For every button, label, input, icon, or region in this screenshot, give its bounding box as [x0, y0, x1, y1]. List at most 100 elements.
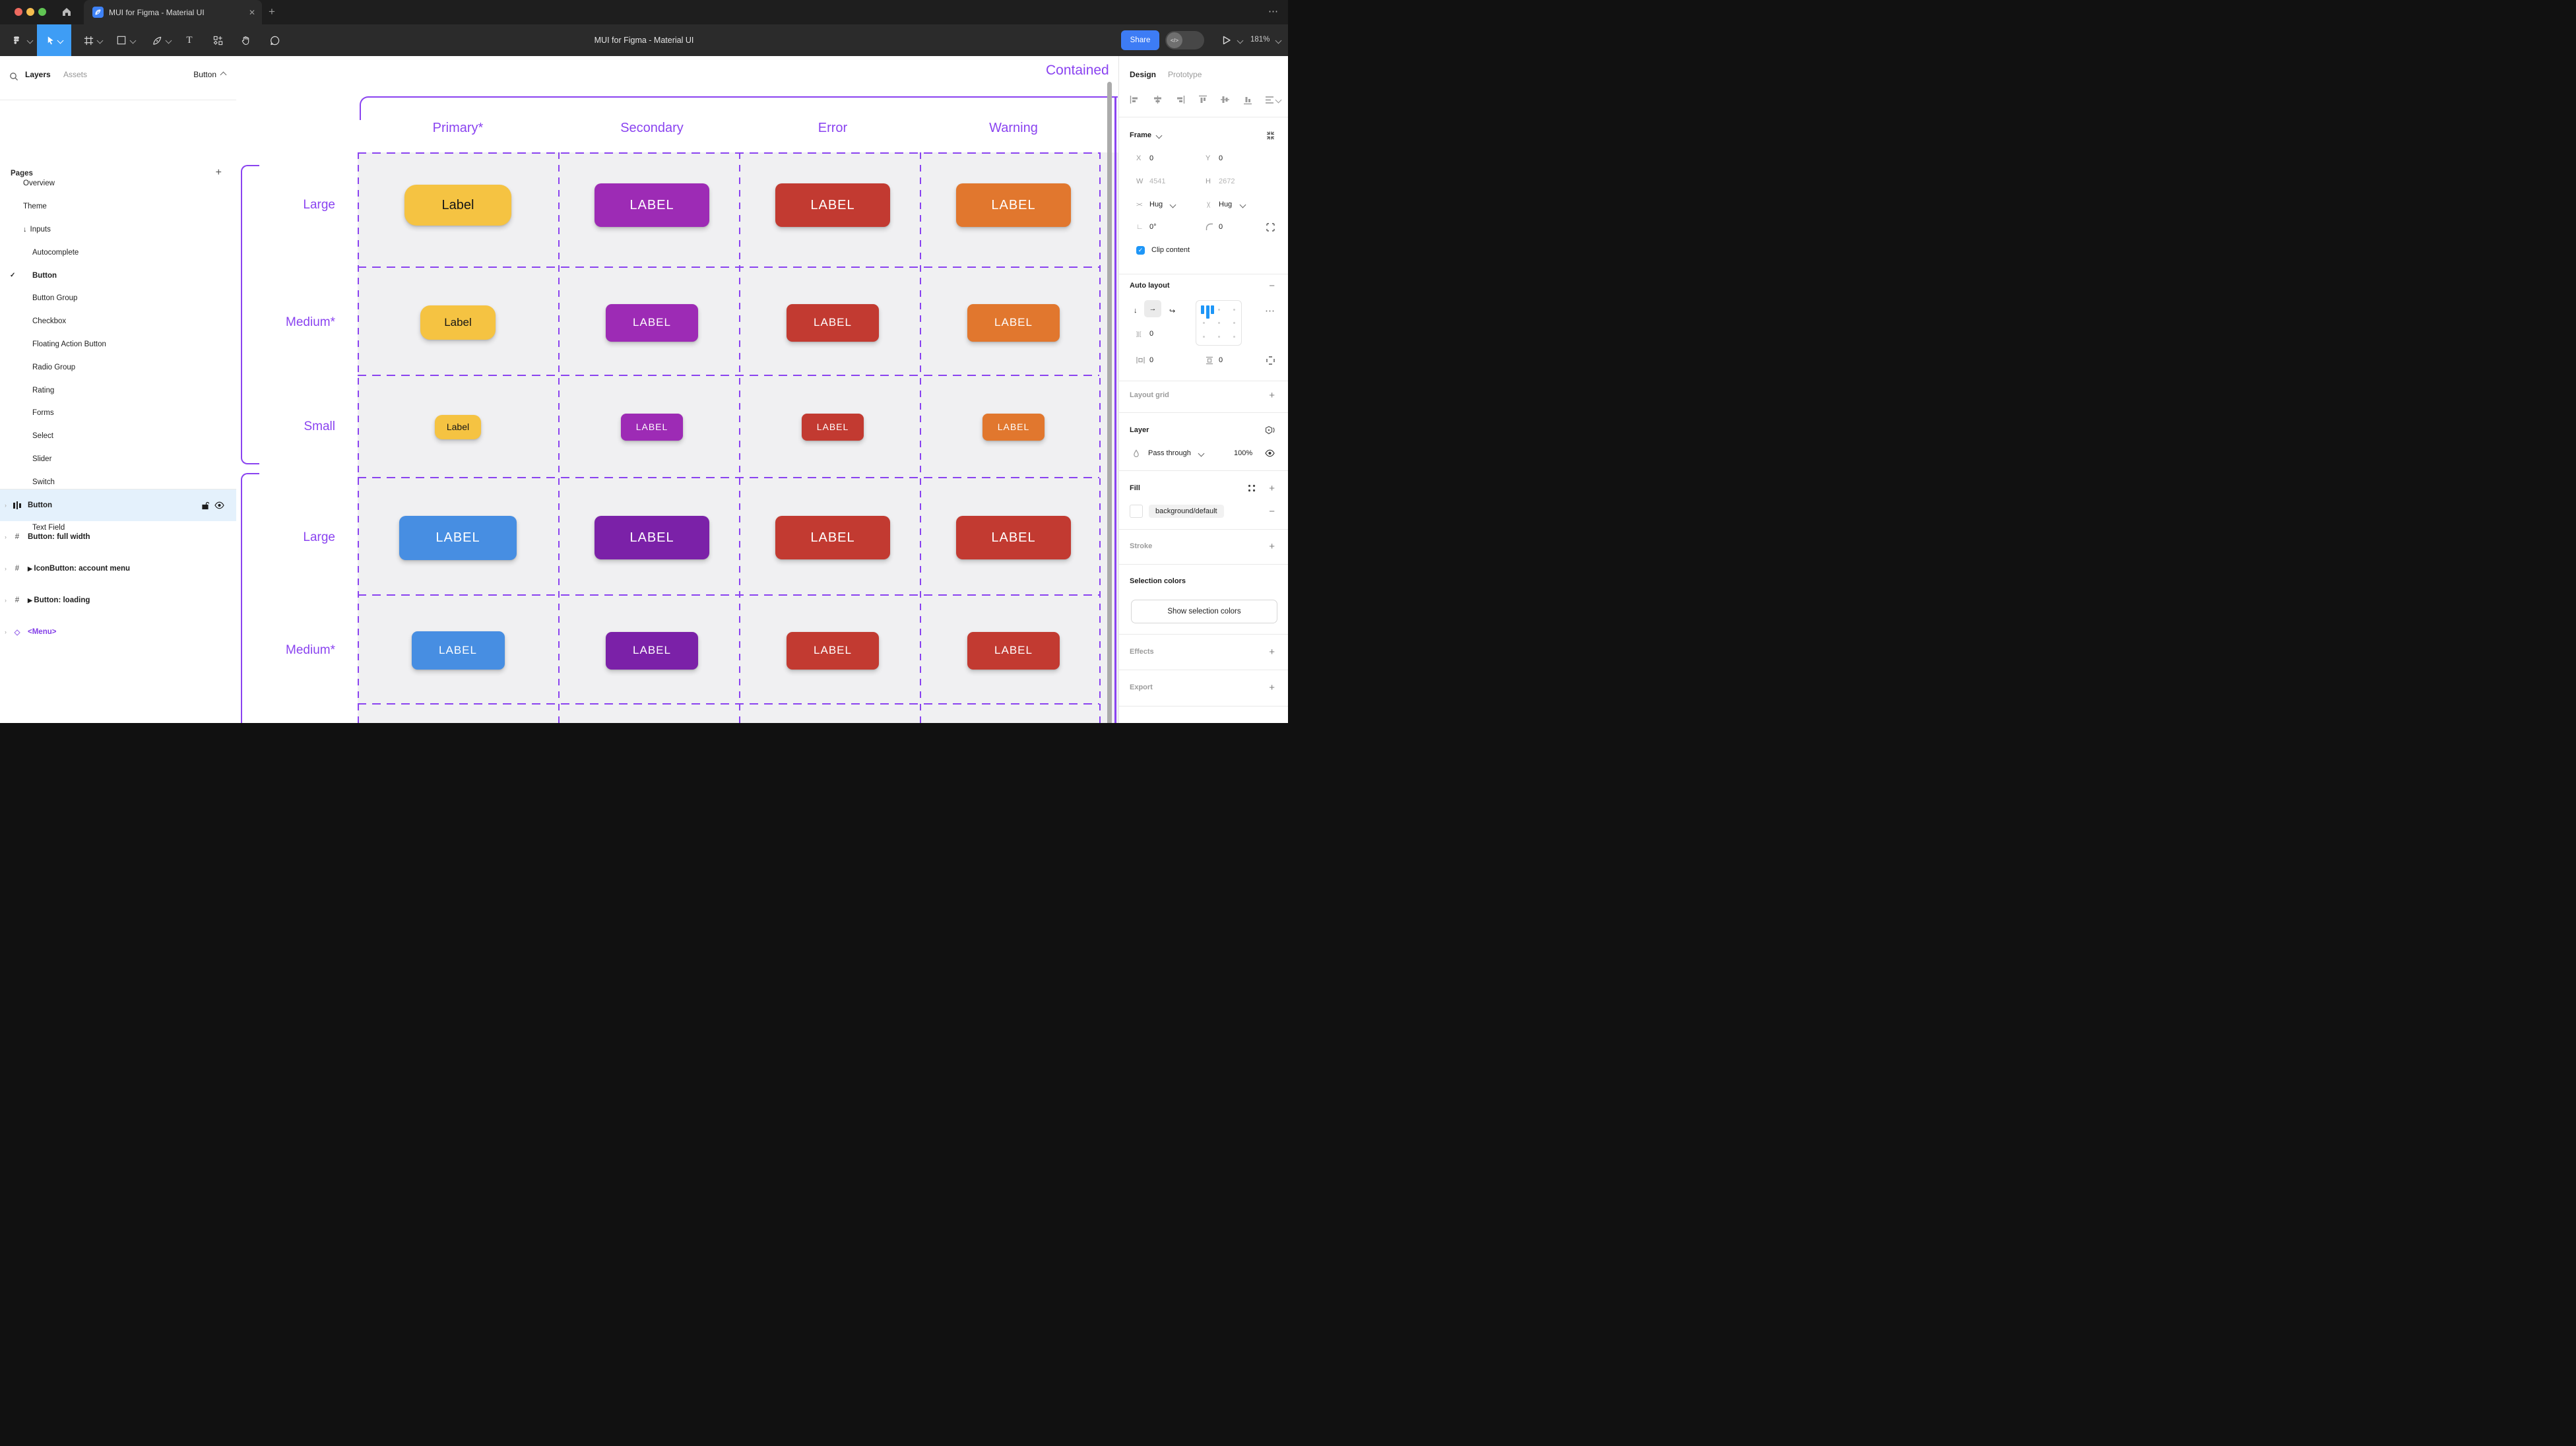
canvas-vertical-scrollbar[interactable] [1107, 82, 1112, 723]
tab-close-icon[interactable]: ✕ [248, 7, 255, 17]
blend-mode-icon[interactable] [1265, 425, 1275, 435]
pen-tool-chevron-icon[interactable] [164, 24, 173, 56]
add-fill-button[interactable]: + [1269, 482, 1275, 494]
text-tool[interactable]: T [186, 34, 193, 46]
canvas-button-large-error[interactable]: LABEL [775, 516, 890, 559]
zoom-level[interactable]: 181% [1250, 36, 1270, 44]
rectangle-tool[interactable] [113, 24, 129, 56]
share-button[interactable]: Share [1121, 30, 1159, 50]
search-icon[interactable] [9, 72, 18, 81]
move-tool-selected[interactable] [37, 24, 71, 56]
canvas-button-small-warning[interactable]: LABEL [982, 413, 1045, 441]
tab-layers[interactable]: Layers [25, 70, 51, 79]
canvas-button-large-primary[interactable]: LABEL [399, 515, 517, 560]
page-item-button[interactable]: ✓Button [0, 264, 236, 287]
align-left-icon[interactable] [1130, 95, 1140, 104]
padding-horizontal-input[interactable]: 0 [1149, 356, 1154, 364]
gap-input[interactable]: 0 [1149, 330, 1154, 338]
canvas-button-medium-primary[interactable]: LABEL [411, 631, 505, 670]
canvas-button-large-error[interactable]: LABEL [775, 183, 890, 227]
unlock-icon[interactable] [201, 501, 209, 510]
window-close-button[interactable] [15, 8, 22, 16]
layer-row--menu-[interactable]: ›◇<Menu> [0, 616, 236, 648]
layer-row-button-loading[interactable]: ›#▶ Button: loading [0, 584, 236, 616]
rectangle-tool-chevron-icon[interactable] [128, 24, 137, 56]
tab-design[interactable]: Design [1130, 70, 1157, 79]
dev-mode-toggle[interactable]: </> [1165, 31, 1204, 49]
layer-visibility-eye-icon[interactable] [1265, 449, 1275, 457]
layer-row-button-full-width[interactable]: ›#Button: full width [0, 521, 236, 553]
comment-tool[interactable] [267, 24, 282, 56]
page-item-theme[interactable]: Theme [0, 195, 236, 218]
rotation-input[interactable]: 0° [1149, 223, 1157, 231]
page-item-forms[interactable]: Forms [0, 402, 236, 425]
layer-row-button[interactable]: ›Button [0, 489, 236, 521]
expand-chevron-icon[interactable]: › [5, 597, 7, 604]
padding-vertical-input[interactable]: 0 [1219, 356, 1223, 364]
home-icon[interactable] [61, 6, 73, 18]
remove-fill-button[interactable]: − [1269, 505, 1275, 517]
y-input[interactable]: 0 [1219, 154, 1223, 162]
add-page-button[interactable]: + [215, 167, 222, 178]
canvas-button-large-warning[interactable]: LABEL [956, 183, 1071, 227]
present-chevron-icon[interactable] [1235, 24, 1244, 56]
x-input[interactable]: 0 [1149, 154, 1154, 162]
independent-corners-icon[interactable] [1266, 222, 1275, 232]
flow-horizontal-selected-icon[interactable]: → [1144, 300, 1161, 317]
hug-vertical-select[interactable]: Hug [1219, 201, 1233, 208]
expand-chevron-icon[interactable]: › [5, 565, 7, 572]
hug-horizontal-select[interactable]: Hug [1149, 201, 1163, 208]
add-export-button[interactable]: + [1269, 681, 1275, 693]
corner-radius-input[interactable]: 0 [1219, 223, 1223, 231]
page-item-select[interactable]: Select [0, 425, 236, 448]
page-item-switch[interactable]: Switch [0, 470, 236, 493]
blend-mode-select[interactable]: Pass through [1148, 449, 1191, 457]
auto-layout-alignment-box[interactable] [1196, 300, 1242, 346]
hand-tool[interactable] [238, 24, 253, 56]
main-menu-button[interactable] [7, 24, 26, 56]
auto-layout-more-icon[interactable]: ⋯ [1265, 305, 1275, 317]
eye-icon[interactable] [214, 501, 224, 509]
page-item-rating[interactable]: Rating [0, 379, 236, 402]
page-item-radio-group[interactable]: Radio Group [0, 356, 236, 379]
main-menu-chevron-icon[interactable] [25, 24, 34, 56]
document-tab[interactable]: MUI for Figma - Material UI ✕ [84, 0, 262, 24]
w-input[interactable]: 4541 [1149, 177, 1166, 185]
tab-assets[interactable]: Assets [63, 70, 88, 79]
expand-chevron-icon[interactable]: › [5, 629, 7, 635]
clip-content-checkbox[interactable]: ✓ [1136, 245, 1145, 255]
fill-color-swatch[interactable] [1130, 505, 1143, 518]
independent-padding-icon[interactable] [1266, 356, 1275, 365]
h-input[interactable]: 2672 [1219, 177, 1235, 185]
align-top-icon[interactable] [1198, 95, 1208, 105]
titlebar-more-icon[interactable]: ⋯ [1268, 6, 1279, 17]
add-effect-button[interactable]: + [1269, 646, 1275, 658]
canvas-button-medium-error[interactable]: LABEL [787, 303, 879, 342]
add-layout-grid-button[interactable]: + [1269, 389, 1275, 401]
page-item-autocomplete[interactable]: Autocomplete [0, 241, 236, 264]
pen-tool[interactable] [149, 24, 165, 56]
flow-wrap-icon[interactable]: ↩ [1169, 307, 1176, 315]
flow-vertical-icon[interactable]: ↓ [1134, 307, 1138, 315]
canvas-button-large-secondary[interactable]: LABEL [595, 516, 709, 559]
page-item-overview[interactable]: Overview [0, 172, 236, 195]
zoom-chevron-icon[interactable] [1273, 24, 1283, 56]
canvas-button-large-secondary[interactable]: LABEL [595, 183, 709, 227]
tab-prototype[interactable]: Prototype [1168, 70, 1202, 79]
frame-tool[interactable] [80, 24, 96, 56]
layer-row-iconbutton-account-menu[interactable]: ›#▶ IconButton: account menu [0, 553, 236, 584]
frame-tool-chevron-icon[interactable] [95, 24, 104, 56]
page-item-text-field[interactable]: Text Field [0, 517, 236, 540]
chevron-down-icon[interactable] [1169, 201, 1176, 208]
present-play-button[interactable] [1221, 35, 1232, 46]
canvas-button-medium-secondary[interactable]: LABEL [606, 303, 698, 342]
canvas-button-small-error[interactable]: LABEL [802, 413, 864, 441]
remove-auto-layout-button[interactable]: − [1269, 280, 1275, 292]
chevron-down-icon[interactable] [1155, 132, 1163, 139]
page-item-button-group[interactable]: Button Group [0, 287, 236, 310]
opacity-input[interactable]: 100% [1234, 449, 1253, 457]
canvas-button-large-primary[interactable]: Label [404, 185, 511, 226]
canvas-button-medium-primary[interactable]: Label [420, 305, 496, 340]
frame-title[interactable]: Frame [1130, 131, 1152, 139]
